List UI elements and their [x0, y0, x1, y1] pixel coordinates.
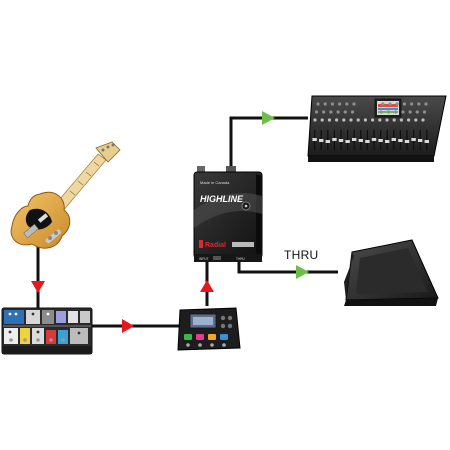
cable-highline-to-console	[231, 118, 308, 172]
console-fader-cap	[345, 140, 349, 143]
console-knob	[381, 102, 384, 105]
console-fader-cap	[365, 140, 369, 143]
highline-input-label: INPUT	[199, 257, 209, 261]
console-knob	[394, 110, 397, 113]
console-fader-cap	[425, 140, 429, 143]
console-fader-cap	[411, 138, 415, 141]
cable-highline-thru-to-monitor	[239, 262, 338, 272]
console-fader-cap	[359, 139, 363, 142]
console-knob	[401, 110, 404, 113]
console-fader-cap	[332, 138, 336, 141]
arrow-green-console	[262, 111, 275, 125]
flow-arrows	[31, 111, 309, 333]
highline-thru-label: THRU	[236, 257, 246, 261]
console-knob	[396, 102, 399, 105]
radial-brand-text: Radial	[205, 242, 226, 249]
console-knob	[423, 110, 426, 113]
console-knob	[387, 110, 390, 113]
console-knob	[409, 110, 412, 113]
radial-highline-device: Made in Canada HIGHLINE Radial INPUT THR…	[194, 166, 262, 262]
console-knob	[315, 110, 318, 113]
console-knob	[351, 110, 354, 113]
arrow-green-monitor	[296, 265, 309, 279]
console-knob	[417, 102, 420, 105]
electric-guitar-icon	[11, 142, 120, 248]
console-knob	[316, 102, 319, 105]
console-knob	[414, 118, 417, 121]
console-knob	[338, 102, 341, 105]
console-knob	[342, 118, 345, 121]
pedalboard-icon	[2, 308, 92, 354]
console-knob	[324, 102, 327, 105]
console-fader-cap	[319, 139, 323, 142]
console-knob	[357, 118, 360, 121]
highline-model-name: HIGHLINE	[200, 194, 244, 204]
console-fader-cap	[385, 140, 389, 143]
console-knob	[380, 110, 383, 113]
console-knob	[331, 102, 334, 105]
console-fader-cap	[378, 139, 382, 142]
console-knob	[400, 118, 403, 121]
console-knob	[393, 118, 396, 121]
console-knob	[335, 118, 338, 121]
console-fader-cap	[352, 138, 356, 141]
console-knob	[344, 110, 347, 113]
console-knob	[424, 102, 427, 105]
console-knob	[337, 110, 340, 113]
console-knob	[349, 118, 352, 121]
console-knob	[352, 102, 355, 105]
console-knob	[385, 118, 388, 121]
arrow-red-right	[122, 319, 134, 333]
highline-top-text: Made in Canada	[200, 180, 230, 185]
console-fader-cap	[392, 138, 396, 141]
console-knob	[322, 110, 325, 113]
console-knob	[410, 102, 413, 105]
console-knob	[329, 110, 332, 113]
thru-label: THRU	[284, 248, 319, 262]
console-knob	[378, 118, 381, 121]
console-knob	[371, 118, 374, 121]
console-fader-cap	[418, 139, 422, 142]
cables	[38, 118, 338, 326]
console-knob	[364, 118, 367, 121]
arrow-red-down	[31, 281, 45, 293]
console-fader-cap	[405, 140, 409, 143]
console-knob	[421, 118, 424, 121]
console-fader-cap	[312, 138, 316, 141]
console-fader-cap	[326, 140, 330, 143]
arrow-red-up	[200, 280, 214, 292]
console-knob	[313, 118, 316, 121]
guitar-processor-icon	[178, 308, 240, 350]
console-fader-cap	[339, 139, 343, 142]
console-knob	[321, 118, 324, 121]
console-knob	[403, 102, 406, 105]
mixing-console-icon	[308, 96, 446, 162]
console-knob	[416, 110, 419, 113]
console-knob	[345, 102, 348, 105]
console-knob	[328, 118, 331, 121]
console-knob	[407, 118, 410, 121]
console-fader-cap	[372, 138, 376, 141]
console-fader-cap	[398, 139, 402, 142]
console-knob	[388, 102, 391, 105]
stage-monitor-speaker-icon	[344, 240, 438, 306]
